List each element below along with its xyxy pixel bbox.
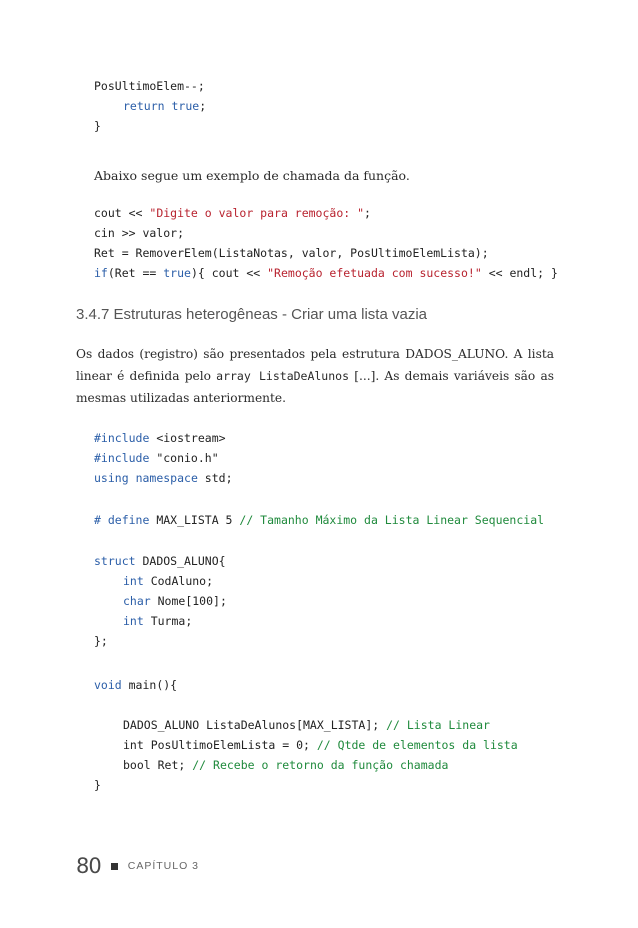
code-token: "conio.h" <box>149 451 219 465</box>
code-line: #include <iostream> <box>94 428 233 448</box>
code-token: (Ret == <box>107 266 164 280</box>
code-block-struct: struct DADOS_ALUNO{int CodAluno;char Nom… <box>94 551 227 651</box>
code-token: int PosUltimoElemLista = 0; <box>123 738 317 752</box>
code-token: int <box>123 574 144 588</box>
code-line: }; <box>94 631 227 651</box>
paragraph-intro: Abaixo segue um exemplo de chamada da fu… <box>94 168 410 183</box>
code-token: << endl; } <box>481 266 558 280</box>
code-token: // Lista Linear <box>386 718 490 732</box>
section-heading: 3.4.7 Estruturas heterogêneas - Criar um… <box>76 306 427 323</box>
code-line: bool Ret; // Recebe o retorno da função … <box>94 755 518 775</box>
code-block-includes: #include <iostream>#include "conio.h"usi… <box>94 428 233 488</box>
code-token: int <box>123 614 144 628</box>
code-token: using <box>94 471 129 485</box>
code-token: return <box>123 99 165 113</box>
code-token: char <box>123 594 151 608</box>
code-token: main(){ <box>121 678 178 692</box>
code-block-define: # define MAX_LISTA 5 // Tamanho Máximo d… <box>94 510 544 530</box>
code-token: // Qtde de elementos da lista <box>316 738 518 752</box>
code-token: Turma; <box>143 614 193 628</box>
code-line: char Nome[100]; <box>94 591 227 611</box>
code-token: ; <box>364 206 371 220</box>
chapter-label: CAPÍTULO 3 <box>127 860 200 872</box>
square-bullet-icon <box>110 862 118 870</box>
code-token: // Recebe o retorno da função chamada <box>192 758 449 772</box>
code-line: } <box>94 116 206 136</box>
code-line: int Turma; <box>94 611 227 631</box>
code-line: int CodAluno; <box>94 571 227 591</box>
code-line: PosUltimoElem--; <box>94 76 206 96</box>
page-number: 80 <box>76 854 102 878</box>
paragraph-text-start: Os dados (registro) são presentados pela… <box>76 347 554 383</box>
code-token: namespace <box>135 471 198 485</box>
code-token: "Remoção efetuada com sucesso!" <box>267 266 482 280</box>
code-token: #include <box>94 431 150 445</box>
code-line: cout << "Digite o valor para remoção: "; <box>94 203 558 223</box>
code-token: bool Ret; <box>123 758 193 772</box>
code-token: "Digite o valor para remoção: " <box>149 206 365 220</box>
code-token: true <box>163 266 191 280</box>
code-line: #include "conio.h" <box>94 448 233 468</box>
inline-code: array ListaDeAlunos <box>216 369 350 383</box>
code-block-main: void main(){ <box>94 675 177 695</box>
paragraph-text-end: [...]. As demais variáveis são as mesmas… <box>76 369 554 405</box>
code-token: PosUltimoElem--; <box>94 79 205 93</box>
code-line: using namespace std; <box>94 468 233 488</box>
paragraph-description: Os dados (registro) são presentados pela… <box>76 343 554 409</box>
code-token: Ret = RemoverElem(ListaNotas, valor, Pos… <box>94 246 489 260</box>
code-token: # define <box>94 513 150 527</box>
code-line: DADOS_ALUNO ListaDeAlunos[MAX_LISTA]; //… <box>94 715 518 735</box>
code-line: int PosUltimoElemLista = 0; // Qtde de e… <box>94 735 518 755</box>
code-token: ; <box>199 99 207 113</box>
code-token: }; <box>94 634 108 648</box>
code-token: DADOS_ALUNO{ <box>135 554 226 568</box>
code-line: struct DADOS_ALUNO{ <box>94 551 227 571</box>
code-token: cout << <box>94 206 150 220</box>
code-line: void main(){ <box>94 675 177 695</box>
page-footer: 80 CAPÍTULO 3 <box>76 854 199 878</box>
code-token: Nome[100]; <box>150 594 227 608</box>
code-block-2: cout << "Digite o valor para remoção: ";… <box>94 203 558 283</box>
code-token: std; <box>197 471 233 485</box>
code-token: struct <box>94 554 136 568</box>
code-line: Ret = RemoverElem(ListaNotas, valor, Pos… <box>94 243 558 263</box>
code-token: CodAluno; <box>143 574 214 588</box>
code-token: if <box>94 266 108 280</box>
code-line: cin >> valor; <box>94 223 558 243</box>
code-token: DADOS_ALUNO ListaDeAlunos[MAX_LISTA]; <box>123 718 387 732</box>
code-token: // Tamanho Máximo da Lista Linear Sequen… <box>239 513 545 527</box>
code-line: if(Ret == true){ cout << "Remoção efetua… <box>94 263 558 283</box>
code-token: <iostream> <box>149 431 226 445</box>
code-token: MAX_LISTA 5 <box>149 513 240 527</box>
code-token: ){ cout << <box>190 266 268 280</box>
code-token: } <box>94 778 101 792</box>
code-line: return true; <box>94 96 206 116</box>
code-token: } <box>94 119 101 133</box>
code-line: # define MAX_LISTA 5 // Tamanho Máximo d… <box>94 510 544 530</box>
code-token: void <box>94 678 122 692</box>
code-token: cin >> valor; <box>94 226 185 240</box>
code-line: } <box>94 775 518 795</box>
code-token: #include <box>94 451 150 465</box>
code-block-body: DADOS_ALUNO ListaDeAlunos[MAX_LISTA]; //… <box>94 715 518 795</box>
code-block-1: PosUltimoElem--; return true;} <box>94 76 206 136</box>
code-token <box>129 471 136 485</box>
code-token: true <box>171 99 200 113</box>
